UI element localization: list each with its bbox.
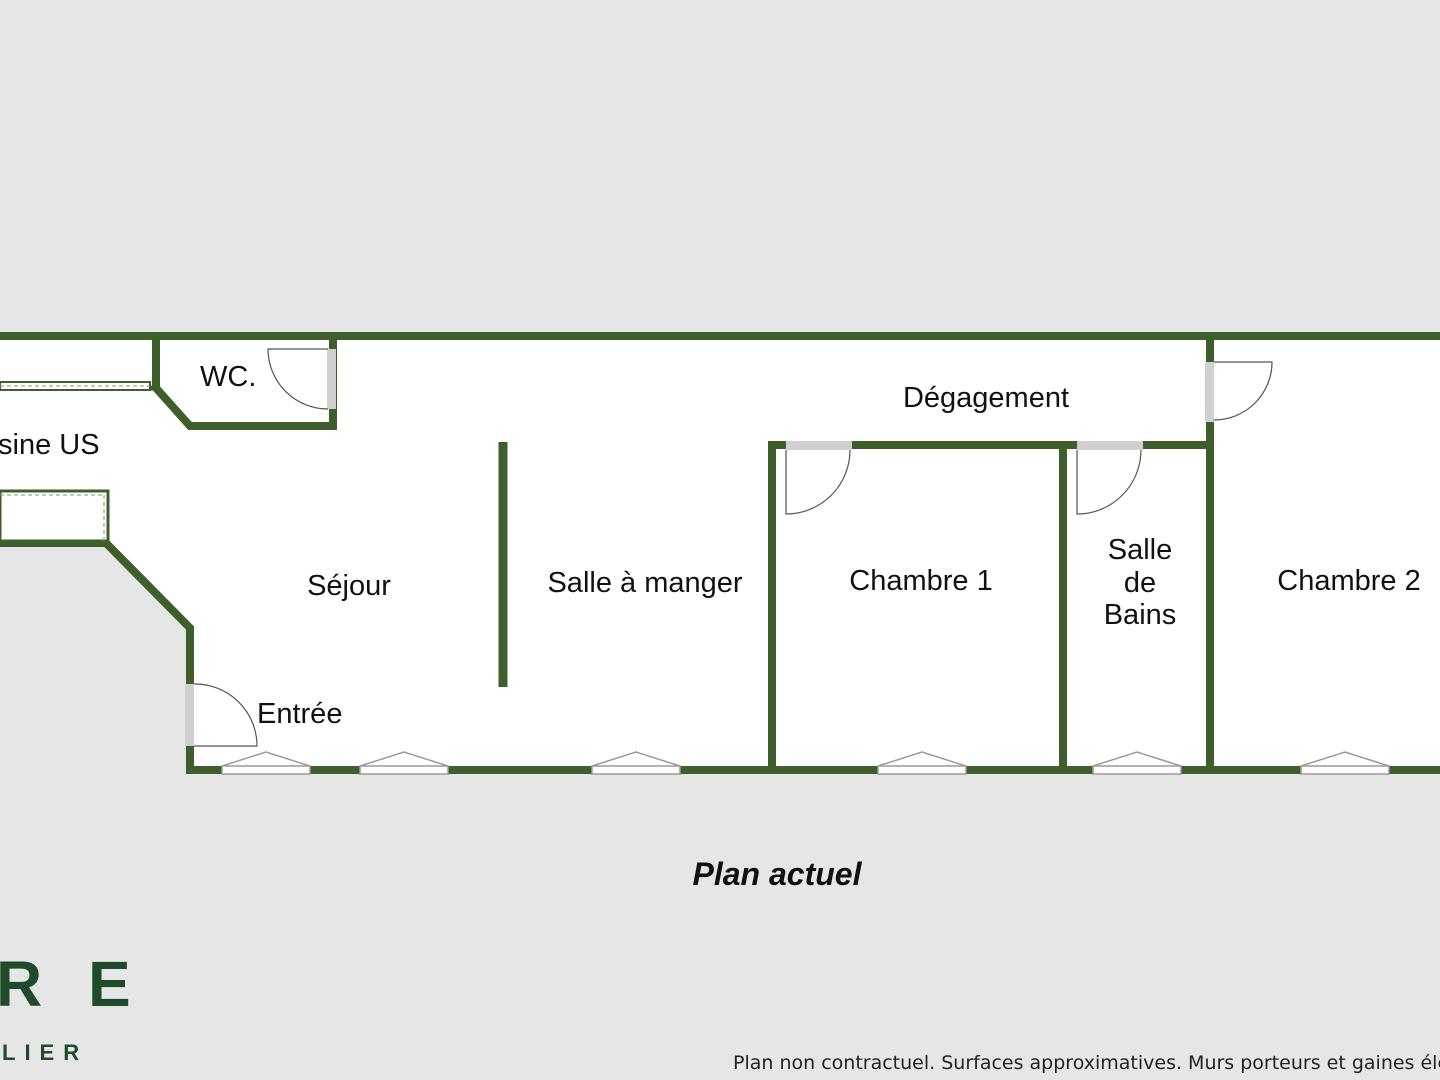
chambre2-door [1205, 361, 1273, 422]
window [1300, 751, 1390, 775]
room-label-sejour: Séjour [307, 570, 391, 602]
kitchen-counters [0, 381, 151, 543]
room-label-wc: WC. [200, 361, 256, 393]
room-label-salle-de-bains-line3: Bains [1104, 599, 1177, 631]
plan-title: Plan actuel [693, 856, 863, 892]
window [359, 751, 449, 775]
brand-logo-text: R E [0, 948, 145, 1020]
window [591, 751, 681, 775]
exterior-walls [0, 332, 1440, 774]
room-label-chambre-1: Chambre 1 [849, 565, 992, 597]
room-label-entree: Entrée [257, 698, 342, 730]
doors [185, 348, 1273, 747]
chambre1-door [785, 441, 852, 515]
entry-door [185, 683, 258, 747]
brand-logo-subtitle: LIER [2, 1040, 88, 1065]
room-label-salle-de-bains-line1: Salle [1108, 534, 1173, 566]
room-label-cuisine: sine US [0, 429, 100, 461]
room-label-salle-de-bains-line2: de [1124, 567, 1156, 599]
room-label-degagement: Dégagement [903, 382, 1069, 414]
floor-area [0, 336, 1440, 770]
entry-diagonal-wall [0, 539, 194, 690]
windows [221, 751, 1390, 775]
room-label-salle-a-manger: Salle à manger [547, 567, 742, 599]
bathroom-door [1076, 441, 1143, 515]
disclaimer-text: Plan non contractuel. Surfaces approxima… [733, 1052, 1440, 1074]
room-label-chambre-2: Chambre 2 [1277, 565, 1420, 597]
lower-counter [0, 489, 110, 543]
window [877, 751, 967, 775]
window [221, 751, 311, 775]
window [1092, 751, 1182, 775]
wc-door [267, 348, 336, 410]
